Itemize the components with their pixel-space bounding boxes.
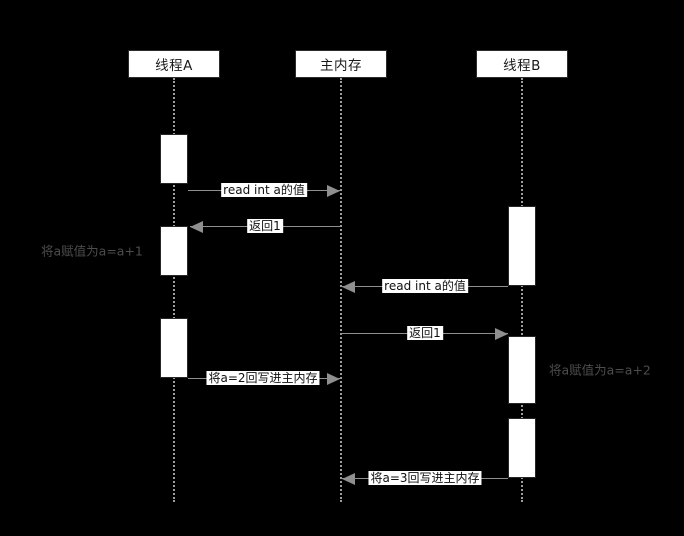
lifeline-threadB xyxy=(521,78,523,502)
lifeline-threadA xyxy=(173,78,175,502)
activation-bar-b2[interactable] xyxy=(508,336,536,404)
message-label-m6: 将a=3回写进主内存 xyxy=(368,471,482,485)
note-n1: 将a赋值为a=a+1 xyxy=(41,243,143,259)
participant-threadA[interactable]: 线程A xyxy=(128,50,220,78)
message-label-m3: read int a的值 xyxy=(382,279,468,293)
message-label-m4: 返回1 xyxy=(407,326,443,340)
arrowhead-left-icon xyxy=(342,281,355,293)
participant-threadB[interactable]: 线程B xyxy=(476,50,568,78)
participant-label: 线程A xyxy=(155,58,193,74)
participant-memory[interactable]: 主内存 xyxy=(295,50,387,78)
lifeline-memory xyxy=(340,78,342,502)
arrowhead-right-icon xyxy=(327,373,340,385)
message-label-m5: 将a=2回写进主内存 xyxy=(206,371,320,385)
arrowhead-right-icon xyxy=(495,328,508,340)
activation-bar-b1[interactable] xyxy=(508,206,536,286)
activation-bar-b3[interactable] xyxy=(508,418,536,478)
arrowhead-left-icon xyxy=(342,473,355,485)
activation-bar-a2[interactable] xyxy=(160,226,188,276)
activation-bar-a1[interactable] xyxy=(160,134,188,184)
message-label-m2: 返回1 xyxy=(247,219,283,233)
participant-label: 线程B xyxy=(503,58,541,74)
participant-label: 主内存 xyxy=(320,58,362,74)
note-n2: 将a赋值为a=a+2 xyxy=(549,362,651,378)
activation-bar-a3[interactable] xyxy=(160,318,188,378)
message-label-m1: read int a的值 xyxy=(221,183,307,197)
arrowhead-right-icon xyxy=(327,185,340,197)
arrowhead-left-icon xyxy=(190,221,203,233)
